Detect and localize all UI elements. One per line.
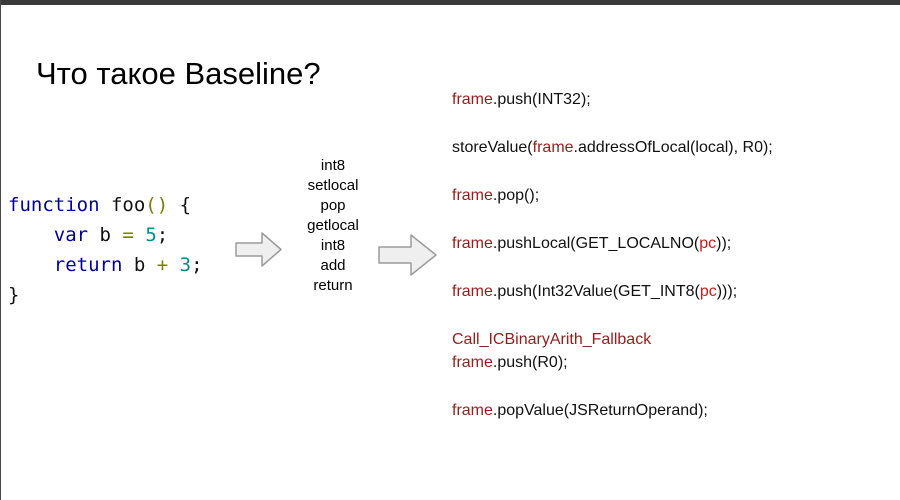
code-line: frame.popValue(JSReturnOperand); (452, 402, 773, 419)
code-segment: function (8, 194, 100, 216)
code-line: function foo() { (8, 190, 203, 220)
code-segment: .popValue(JSReturnOperand); (492, 402, 708, 419)
code-segment: () (145, 194, 169, 216)
code-segment: )); (716, 235, 732, 252)
right-arrow-icon (378, 233, 438, 283)
code-line: frame.push(R0); (452, 354, 773, 371)
code-segment (134, 224, 145, 246)
code-line: frame.pop(); (452, 187, 773, 204)
code-segment: ; (156, 224, 169, 246)
code-line: frame.push(INT32); (452, 91, 773, 108)
code-segment: b (122, 254, 157, 276)
code-segment: { (168, 194, 192, 216)
code-segment: foo (99, 194, 146, 216)
code-line: Call_ICBinaryArith_Fallback (452, 331, 773, 348)
code-segment: Call_ICBinaryArith_Fallback (452, 331, 652, 348)
code-segment: } (8, 284, 20, 306)
code-segment: frame (452, 187, 493, 204)
bytecode-item: int8 (320, 237, 346, 254)
code-segment: frame (532, 139, 574, 156)
code-segment: 3 (179, 254, 192, 276)
code-segment: .push(R0); (492, 354, 568, 371)
code-segment: ))); (716, 283, 738, 300)
code-line: frame.pushLocal(GET_LOCALNO(pc)); (452, 235, 773, 252)
bytecode-list: int8 setlocal pop getlocal int8 add return (281, 156, 385, 296)
code-segment: frame (452, 354, 493, 371)
code-line: storeValue(frame.addressOfLocal(local), … (452, 139, 773, 156)
page-title: Что такое Baseline? (36, 56, 321, 91)
code-segment: return (53, 254, 123, 276)
code-segment: ; (191, 254, 203, 276)
baseline-generated-code-block: frame.push(INT32);storeValue(frame.addre… (452, 91, 773, 450)
code-segment: frame (452, 235, 493, 252)
bytecode-item: pop (320, 197, 346, 214)
code-segment: var (53, 224, 89, 246)
code-segment (8, 254, 54, 276)
code-segment (168, 254, 179, 276)
bytecode-item: add (320, 257, 346, 274)
code-segment (8, 224, 54, 246)
code-line: var b = 5; (8, 220, 203, 250)
code-segment: 5 (145, 224, 157, 246)
right-arrow-icon (235, 231, 283, 274)
code-segment: .push(Int32Value(GET_INT8( (492, 283, 700, 300)
code-line: frame.push(Int32Value(GET_INT8(pc))); (452, 283, 773, 300)
code-segment: .pop(); (492, 187, 540, 204)
code-segment: pc (699, 283, 717, 300)
code-segment: frame (452, 91, 493, 108)
code-segment: frame (452, 283, 493, 300)
bytecode-item: setlocal (307, 177, 359, 194)
code-segment: frame (452, 402, 493, 419)
bytecode-item: getlocal (307, 217, 359, 234)
code-segment: storeValue( (452, 139, 533, 156)
code-segment: pc (699, 235, 717, 252)
code-segment: = (122, 224, 134, 246)
code-line: } (8, 280, 203, 310)
bytecode-item: int8 (320, 157, 346, 174)
code-segment: .addressOfLocal(local), R0); (573, 139, 773, 156)
js-source-code-block: function foo() { var b = 5; return b + 3… (8, 190, 203, 310)
top-border-bar (0, 0, 900, 5)
code-segment: + (156, 254, 169, 276)
code-segment: .pushLocal(GET_LOCALNO( (492, 235, 700, 252)
code-segment: .push(INT32); (492, 91, 591, 108)
bytecode-item: return (313, 277, 353, 294)
code-line: return b + 3; (8, 250, 203, 280)
code-segment: b (88, 224, 123, 246)
left-border-line (0, 0, 1, 500)
